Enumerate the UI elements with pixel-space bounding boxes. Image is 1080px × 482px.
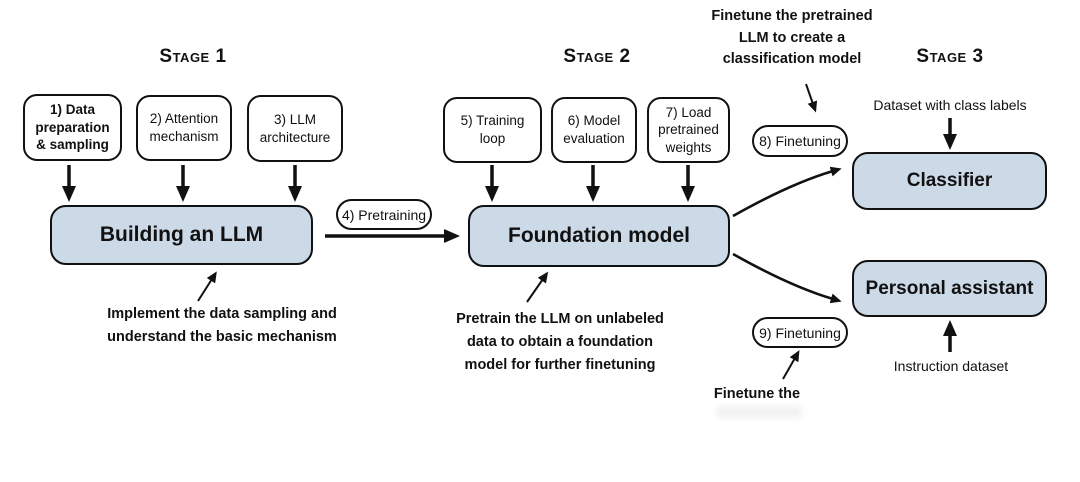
foundation-model-box: Foundation model bbox=[468, 205, 730, 267]
pill-finetuning-9: 9) Finetuning bbox=[752, 317, 848, 348]
faded-text-smudge bbox=[716, 406, 802, 418]
classifier-box: Classifier bbox=[852, 152, 1047, 210]
pill-finetuning-8: 8) Finetuning bbox=[752, 125, 848, 157]
finetune-partial-note: Finetune the bbox=[713, 386, 801, 402]
step-box-data-preparation: 1) Data preparation & sampling bbox=[23, 94, 122, 161]
arrow-finetune-classification-note bbox=[805, 83, 818, 113]
step-box-training-loop: 5) Training loop bbox=[443, 97, 542, 163]
building-an-llm-box: Building an LLM bbox=[50, 205, 313, 265]
personal-assistant-box: Personal assistant bbox=[852, 260, 1047, 317]
implement-note: Implement the data sampling and understa… bbox=[107, 306, 337, 345]
arrow-finetune-partial-note bbox=[782, 350, 800, 380]
stage-1-header: Stage 1 bbox=[159, 46, 227, 67]
step-box-load-pretrained-weights: 7) Load pretrained weights bbox=[647, 97, 730, 163]
step-box-attention-mechanism: 2) Attention mechanism bbox=[136, 95, 232, 161]
stage-2-header: Stage 2 bbox=[563, 46, 631, 67]
step-box-llm-architecture: 3) LLM architecture bbox=[247, 95, 343, 162]
pretrain-note: Pretrain the LLM on unlabeled data to ob… bbox=[456, 311, 664, 373]
instruction-dataset-text: Instruction dataset bbox=[893, 358, 1009, 374]
arrow-foundation-to-classifier bbox=[732, 166, 842, 218]
arrow-foundation-to-assistant bbox=[732, 252, 842, 304]
stage-3-header: Stage 3 bbox=[916, 46, 984, 67]
step-box-model-evaluation: 6) Model evaluation bbox=[551, 97, 637, 163]
pill-pretraining: 4) Pretraining bbox=[336, 199, 432, 230]
arrow-implement-note bbox=[197, 271, 217, 302]
dataset-class-labels-text: Dataset with class labels bbox=[873, 97, 1027, 113]
finetune-classification-note: Finetune the pretrained LLM to create a … bbox=[711, 8, 873, 67]
arrow-pretrain-note bbox=[526, 271, 549, 303]
